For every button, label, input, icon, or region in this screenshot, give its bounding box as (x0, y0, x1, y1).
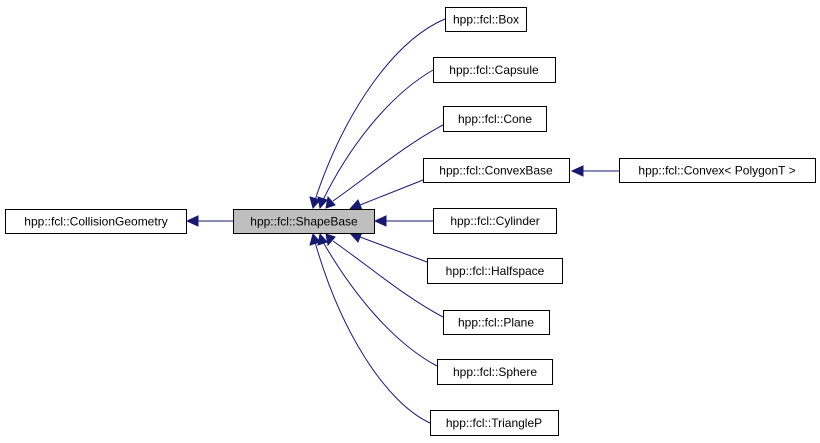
node-capsule[interactable]: hpp::fcl::Capsule (433, 57, 556, 83)
node-label-capsule: hpp::fcl::Capsule (449, 63, 539, 77)
edge-sphere-shapebase (322, 241, 438, 367)
edge-trianglep-shapebase (314, 241, 431, 424)
node-label-cylinder: hpp::fcl::Cylinder (450, 214, 539, 228)
node-plane[interactable]: hpp::fcl::Plane (443, 310, 550, 335)
arrowhead-from-convexbase (348, 199, 363, 211)
node-convex[interactable]: hpp::fcl::Convex< PolygonT > (619, 158, 816, 183)
node-label-cone: hpp::fcl::Cone (458, 112, 532, 126)
nodes: hpp::fcl::CollisionGeometry hpp::fcl::Sh… (5, 7, 816, 436)
node-box-box (445, 7, 527, 32)
arrowhead-from-trianglep (309, 232, 321, 246)
arrowhead-from-cone (325, 195, 336, 209)
arrowhead-collisiongeometry (185, 215, 199, 227)
edge-box-shapebase (314, 18, 446, 201)
node-box-collision-geometry (5, 209, 187, 234)
node-box-shape-base (233, 209, 375, 234)
node-box-sphere (437, 359, 553, 385)
node-label-triangle-p: hpp::fcl::TriangleP (446, 416, 542, 430)
node-shape-base[interactable]: hpp::fcl::ShapeBase (233, 209, 375, 234)
node-label-sphere: hpp::fcl::Sphere (453, 365, 537, 379)
arrowhead-from-convex (570, 165, 584, 177)
node-box-convex-base (423, 158, 570, 183)
node-box-cone (443, 106, 547, 132)
edge-capsule-shapebase (322, 69, 434, 201)
node-sphere[interactable]: hpp::fcl::Sphere (437, 359, 553, 385)
node-convex-base[interactable]: hpp::fcl::ConvexBase (423, 158, 570, 183)
arrowhead-from-box (309, 196, 321, 210)
node-label-convex-base: hpp::fcl::ConvexBase (439, 164, 553, 178)
edge-convexbase-shapebase (359, 179, 424, 206)
edges (185, 18, 619, 424)
edge-cone-shapebase (332, 124, 444, 202)
arrowhead-from-sphere (317, 232, 328, 246)
node-cone[interactable]: hpp::fcl::Cone (443, 106, 547, 132)
node-collision-geometry[interactable]: hpp::fcl::CollisionGeometry (5, 209, 187, 234)
arrowhead-from-plane (325, 233, 336, 247)
arrowhead-from-capsule (317, 196, 328, 210)
node-label-box: hpp::fcl::Box (453, 13, 519, 27)
node-box[interactable]: hpp::fcl::Box (445, 7, 527, 32)
node-label-shape-base: hpp::fcl::ShapeBase (250, 215, 358, 229)
arrowhead-from-cylinder (373, 215, 387, 227)
node-triangle-p[interactable]: hpp::fcl::TriangleP (430, 410, 559, 436)
edge-halfspace-shapebase (359, 236, 428, 263)
node-box-cylinder (433, 208, 557, 234)
node-label-halfspace: hpp::fcl::Halfspace (446, 264, 545, 278)
node-box-halfspace (427, 258, 563, 284)
node-label-collision-geometry: hpp::fcl::CollisionGeometry (24, 215, 167, 229)
node-label-convex: hpp::fcl::Convex< PolygonT > (638, 164, 795, 178)
node-label-plane: hpp::fcl::Plane (458, 316, 534, 330)
edge-plane-shapebase (332, 240, 444, 318)
node-box-capsule (433, 57, 556, 83)
node-box-triangle-p (430, 410, 559, 436)
node-box-convex (619, 158, 816, 183)
node-cylinder[interactable]: hpp::fcl::Cylinder (433, 208, 557, 234)
node-box-plane (443, 310, 550, 335)
node-halfspace[interactable]: hpp::fcl::Halfspace (427, 258, 563, 284)
